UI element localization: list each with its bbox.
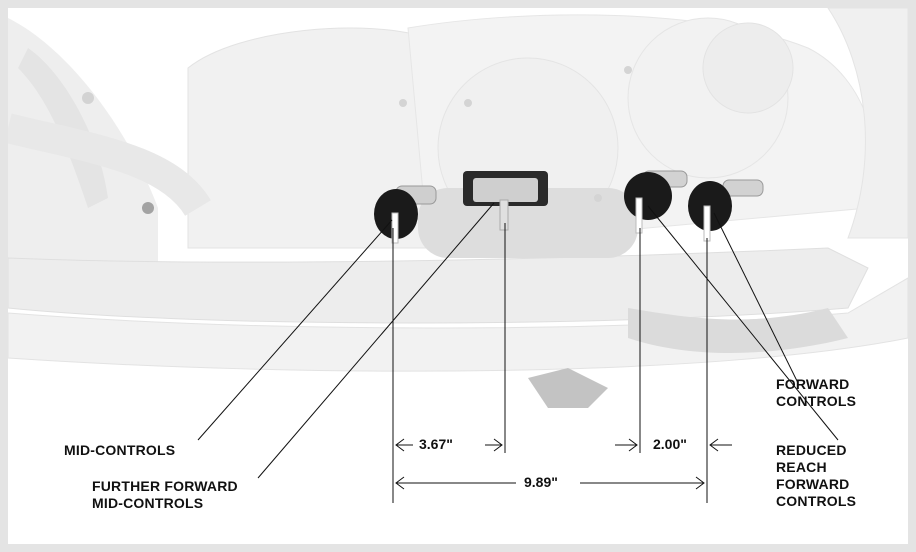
dimension-guides: [392, 223, 708, 503]
dimension-arrows: [395, 438, 732, 490]
total-span-dimension: 9.89": [521, 474, 561, 490]
further-forward-line-1: FURTHER FORWARD: [92, 478, 238, 494]
forward-controls-line-1: FORWARD: [776, 376, 850, 392]
forward-controls-line-2: CONTROLS: [776, 393, 857, 409]
reduced-reach-line-2: REACH: [776, 459, 827, 475]
mid-offset-dimension: 3.67": [416, 436, 456, 452]
photo-frame: 3.67" 2.00" 9.89" MID-CONTROLS FURTHER F…: [8, 8, 908, 544]
reduced-reach-line-1: REDUCED: [776, 442, 847, 458]
motorcycle-engine-illustration: [8, 8, 908, 544]
mid-controls-label: MID-CONTROLS: [64, 442, 176, 458]
further-forward-line-2: MID-CONTROLS: [92, 495, 204, 511]
engine-outline: [8, 8, 908, 544]
forward-offset-dimension: 2.00": [650, 436, 690, 452]
reduced-reach-label: REDUCED REACH FORWARD CONTROLS: [776, 442, 856, 510]
forward-controls-label: FORWARD CONTROLS: [776, 376, 856, 410]
reduced-reach-line-4: CONTROLS: [776, 493, 857, 509]
mid-control-peg: [374, 185, 437, 244]
further-forward-peg: [463, 171, 548, 231]
forward-peg: [688, 179, 764, 242]
reduced-reach-peg: [624, 170, 688, 234]
further-forward-label: FURTHER FORWARD MID-CONTROLS: [92, 478, 238, 512]
reduced-reach-line-3: FORWARD: [776, 476, 850, 492]
leader-lines: [197, 202, 839, 479]
